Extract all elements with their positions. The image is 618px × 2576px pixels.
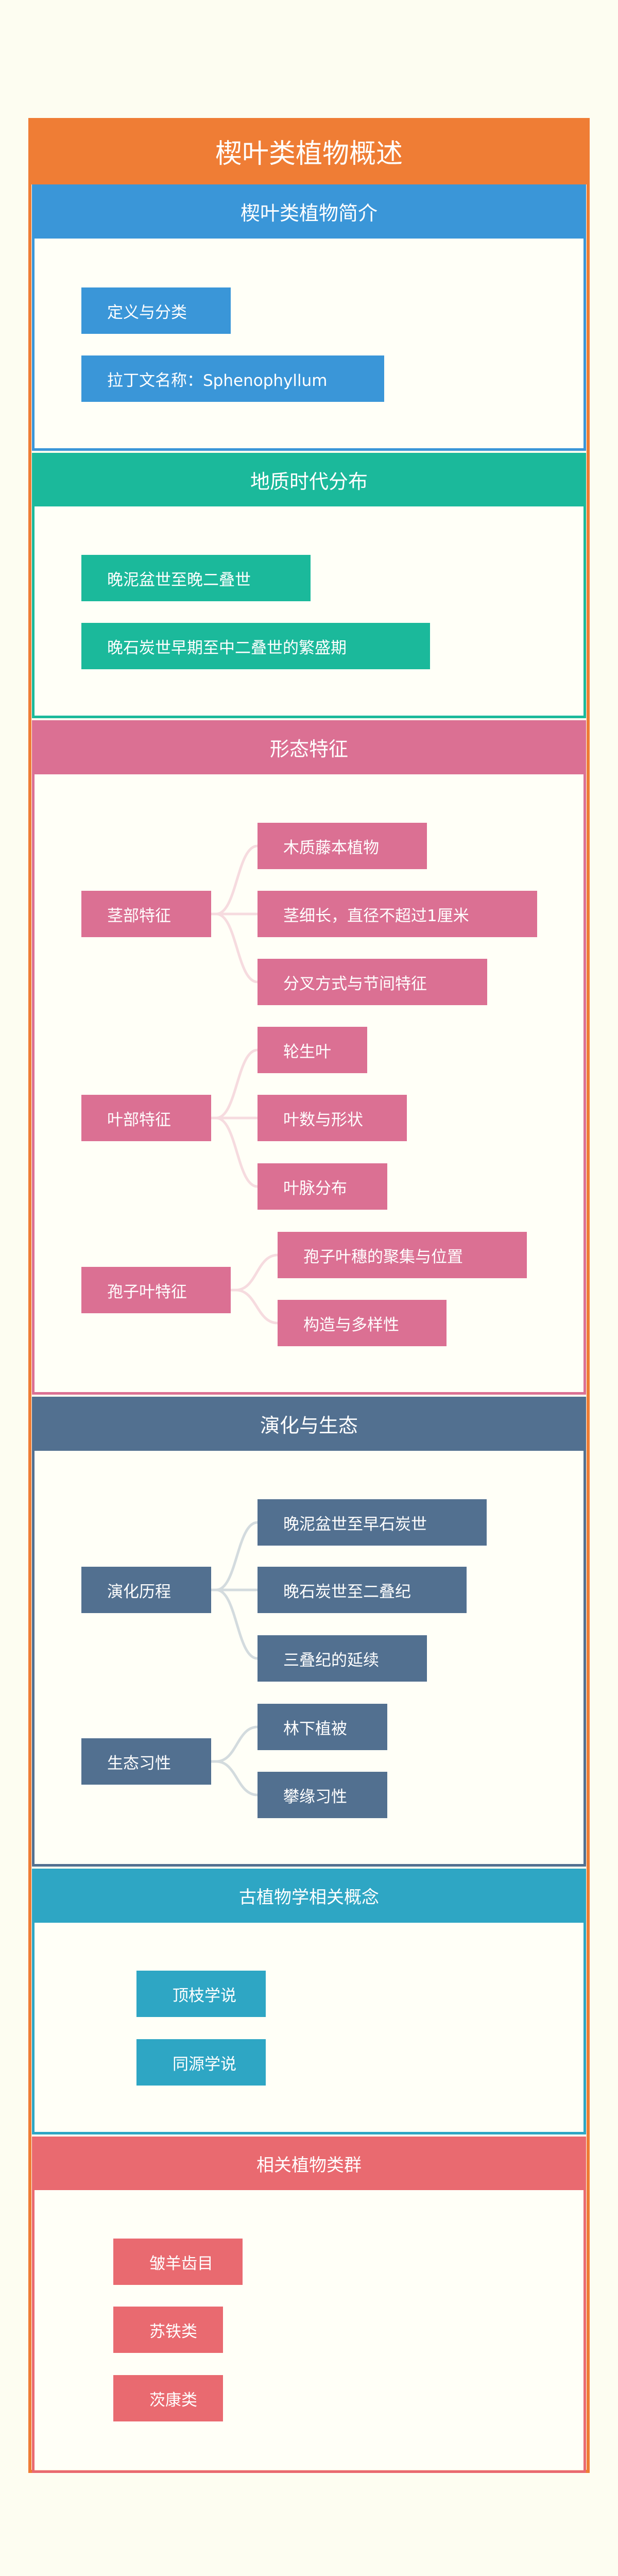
topic-node[interactable]: 苏铁类 — [113, 2307, 223, 2353]
page-title: 楔叶类植物概述 — [28, 118, 590, 184]
branch-node[interactable]: 叶部特征 — [81, 1095, 211, 1141]
section-related-header: 相关植物类群 — [32, 2137, 586, 2190]
leaf-node[interactable]: 孢子叶穗的聚集与位置 — [278, 1232, 527, 1278]
leaf-node[interactable]: 林下植被 — [258, 1704, 387, 1750]
leaf-node[interactable]: 木质藤本植物 — [258, 823, 427, 869]
leaf-node[interactable]: 叶脉分布 — [258, 1163, 387, 1210]
leaf-node[interactable]: 轮生叶 — [258, 1027, 367, 1073]
topic-node[interactable]: 拉丁文名称：Sphenophyllum — [81, 355, 384, 402]
section-evolution-header: 演化与生态 — [32, 1397, 586, 1451]
section-geology-body — [32, 506, 586, 718]
topic-node[interactable]: 皱羊齿目 — [113, 2239, 243, 2285]
leaf-node[interactable]: 分叉方式与节间特征 — [258, 959, 487, 1005]
leaf-node[interactable]: 三叠纪的延续 — [258, 1635, 427, 1682]
leaf-node[interactable]: 叶数与形状 — [258, 1095, 407, 1141]
branch-node[interactable]: 演化历程 — [81, 1567, 211, 1613]
leaf-node[interactable]: 晚泥盆世至早石炭世 — [258, 1499, 487, 1546]
topic-node[interactable]: 同源学说 — [136, 2039, 266, 2086]
branch-node[interactable]: 生态习性 — [81, 1738, 211, 1785]
leaf-node[interactable]: 晚石炭世至二叠纪 — [258, 1567, 467, 1613]
section-intro-header: 楔叶类植物简介 — [32, 184, 586, 239]
topic-node[interactable]: 定义与分类 — [81, 287, 231, 334]
topic-node[interactable]: 晚泥盆世至晚二叠世 — [81, 555, 311, 601]
section-morphology-header: 形态特征 — [32, 720, 586, 774]
section-concepts-body — [32, 1923, 586, 2134]
leaf-node[interactable]: 茎细长，直径不超过1厘米 — [258, 891, 537, 937]
leaf-node[interactable]: 攀缘习性 — [258, 1772, 387, 1818]
topic-node[interactable]: 茨康类 — [113, 2375, 223, 2421]
section-intro-body — [32, 239, 586, 451]
branch-node[interactable]: 茎部特征 — [81, 891, 211, 937]
leaf-node[interactable]: 构造与多样性 — [278, 1300, 447, 1346]
section-geology-header: 地质时代分布 — [32, 453, 586, 506]
topic-node[interactable]: 顶枝学说 — [136, 1971, 266, 2017]
topic-node[interactable]: 晚石炭世早期至中二叠世的繁盛期 — [81, 623, 430, 669]
branch-node[interactable]: 孢子叶特征 — [81, 1267, 231, 1313]
section-concepts-header: 古植物学相关概念 — [32, 1869, 586, 1923]
